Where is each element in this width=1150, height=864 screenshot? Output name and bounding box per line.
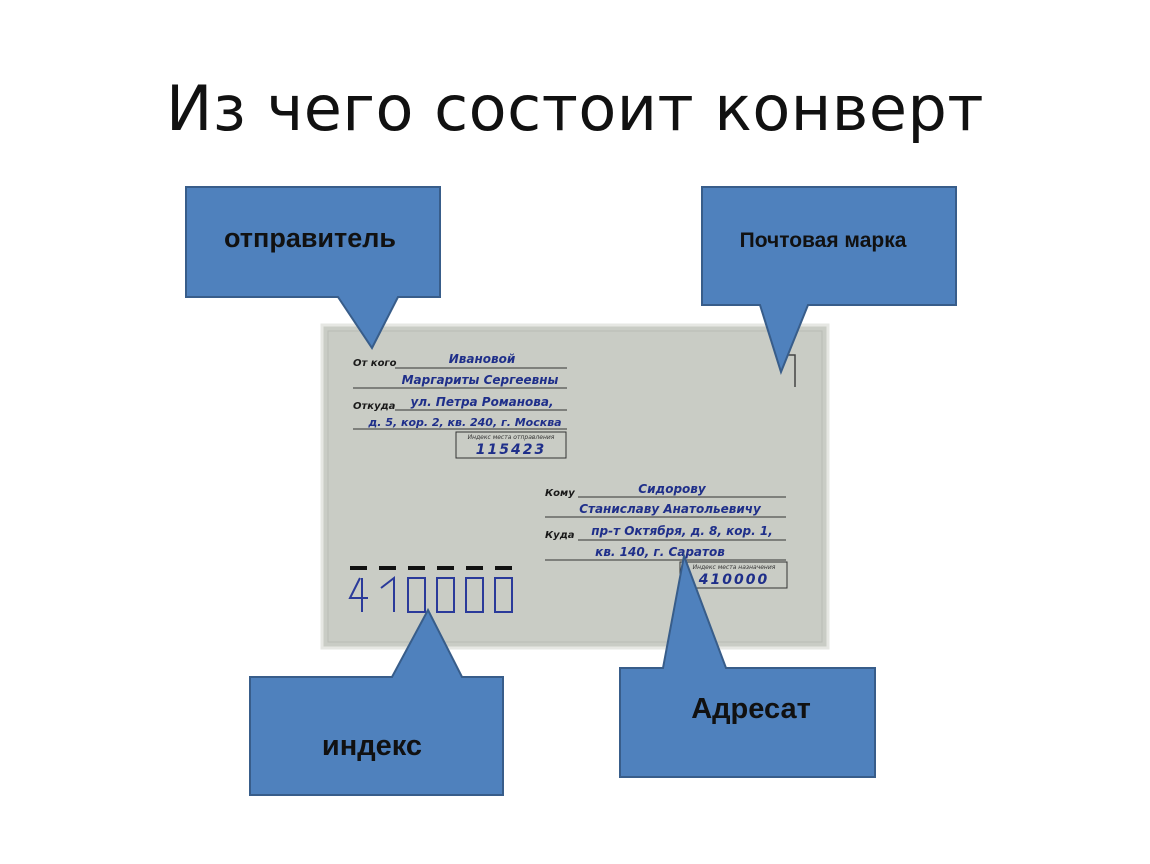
callout-index: индекс [249,607,504,796]
code-bar-4 [437,566,454,570]
code-bar-5 [466,566,483,570]
callout-sender-shape [185,186,441,350]
code-bar-2 [379,566,396,570]
from-name-1: Ивановой [449,352,516,366]
to-label: Кому [545,488,575,499]
envelope: От кого Ивановой Маргариты Сергеевны Отк… [320,323,830,650]
from-name-2: Маргариты Сергеевны [402,373,559,387]
callout-stamp-label: Почтовая марка [740,229,907,252]
to-index-value: 410000 [698,572,769,588]
envelope-inner-border [327,330,823,643]
callout-sender: отправитель [185,186,441,350]
page-title: Из чего состоит конверт [166,72,984,145]
from-index-label: Индекс места отправления [468,434,555,441]
to-index-label: Индекс места назначения [693,564,776,571]
callout-index-shape [249,607,504,796]
code-digit-5 [465,577,484,613]
code-digit-4 [436,577,455,613]
code-bar-3 [408,566,425,570]
to-address-2: кв. 140, г. Саратов [595,545,725,559]
callout-stamp: Почтовая марка [701,186,957,375]
code-digit-2 [380,575,395,612]
from-address-1: ул. Петра Романова, [410,395,553,409]
callout-recipient-shape [619,552,876,778]
from-index-box [455,431,567,459]
from-index-value: 115423 [476,442,546,458]
code-bar-6 [495,566,512,570]
to-address-1: пр-т Октября, д. 8, кор. 1, [591,524,773,538]
to-name-1: Сидорову [638,482,707,496]
callout-sender-label: отправитель [224,223,396,253]
callout-recipient-label: Адресат [691,693,811,725]
callout-recipient: Адресат [619,552,876,778]
to-name-2: Станиславу Анатольевичу [579,502,762,516]
envelope-body [320,323,830,650]
callout-stamp-shape [701,186,957,375]
from-address-2: д. 5, кор. 2, кв. 240, г. Москва [367,416,561,429]
code-digit-3 [407,577,426,613]
code-digit-1 [348,577,368,612]
from-where-label: Откуда [353,401,396,412]
code-bar-1 [350,566,367,570]
to-where-label: Куда [545,530,575,541]
callout-index-label: индекс [322,730,422,762]
postal-code-boxes [348,566,513,613]
from-label: От кого [353,358,397,369]
code-digit-6 [494,577,513,613]
